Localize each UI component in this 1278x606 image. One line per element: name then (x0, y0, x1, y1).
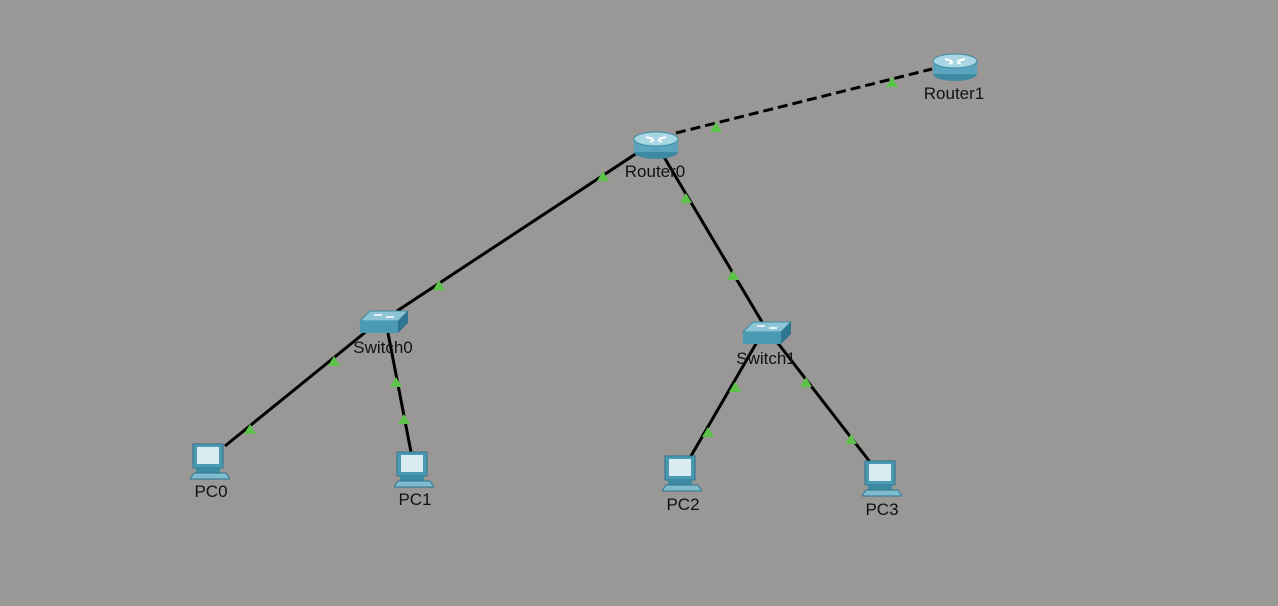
pc0-label: PC0 (194, 482, 228, 501)
router-icon (633, 131, 679, 159)
link-up-indicator (702, 427, 714, 437)
pc0-device[interactable] (189, 442, 231, 480)
pc3-label: PC3 (865, 500, 899, 519)
router-icon (932, 53, 978, 81)
link-up-indicator (328, 356, 340, 366)
pc2-device[interactable] (661, 454, 703, 492)
link-router0-switch1[interactable] (662, 156, 764, 323)
pc-icon (661, 455, 703, 492)
switch-icon (358, 310, 410, 333)
link-router0-router1[interactable] (675, 67, 933, 135)
router1-device[interactable] (931, 50, 979, 82)
link-switch0-pc1[interactable] (386, 332, 413, 453)
pc-icon (393, 451, 435, 488)
pc1-device[interactable] (393, 450, 435, 488)
link-up-indicator (680, 193, 692, 203)
router0-device[interactable] (632, 128, 680, 160)
link-switch0-pc0[interactable] (224, 328, 369, 448)
router0-label: Router0 (624, 162, 686, 181)
link-up-indicator (597, 171, 609, 181)
link-up-indicator (710, 122, 722, 132)
switch-icon (741, 321, 793, 344)
pc-icon (189, 443, 231, 480)
pc2-label: PC2 (666, 495, 700, 514)
switch0-label: Switch0 (353, 338, 413, 357)
link-up-indicator (800, 377, 812, 387)
link-up-indicator (727, 270, 739, 280)
link-up-indicator (244, 424, 256, 434)
link-up-indicator (886, 77, 898, 87)
pc3-device[interactable] (861, 459, 903, 497)
pc1-label: PC1 (398, 490, 432, 509)
link-up-indicator (398, 414, 410, 424)
link-up-indicator (433, 280, 445, 290)
link-up-indicator (390, 377, 402, 387)
pc-icon (861, 460, 903, 497)
switch0-device[interactable] (358, 309, 410, 335)
switch1-device[interactable] (741, 320, 793, 346)
router1-label: Router1 (923, 84, 985, 103)
switch1-label: Switch1 (736, 349, 796, 368)
link-up-indicator (729, 382, 741, 392)
link-up-indicator (845, 434, 857, 444)
